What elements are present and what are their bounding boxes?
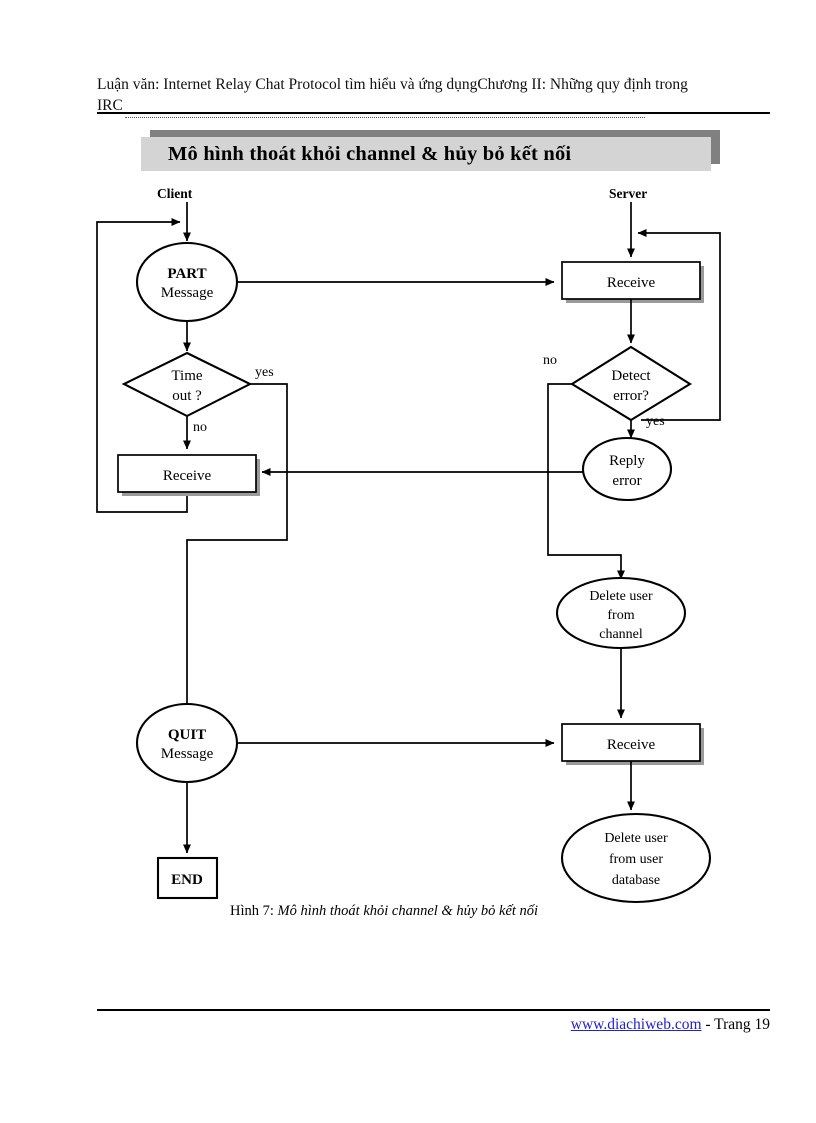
node-detect-line-1: error?	[613, 388, 649, 404]
node-detect-line-0: Detect	[611, 368, 651, 384]
node-reply-line-1: error	[612, 473, 641, 489]
header-line-2: IRC	[97, 97, 123, 114]
document-header: Luận văn: Internet Relay Chat Protocol t…	[97, 74, 770, 116]
node-quit-line-1: Message	[161, 746, 214, 762]
node-reply-line-0: Reply	[609, 453, 645, 469]
edge-label-timeout-no: no	[193, 420, 207, 435]
flowchart-diagram: PART Message Time out ? yes no Receive	[96, 202, 721, 904]
node-timeout-line-0: Time	[171, 368, 202, 384]
node-end-label: END	[171, 872, 203, 888]
node-delete-db-line-0: Delete user	[604, 831, 668, 846]
header-divider	[97, 112, 770, 114]
document-footer: www.diachiweb.com - Trang 19	[97, 1016, 770, 1034]
node-client-receive-label: Receive	[163, 468, 212, 484]
banner-title: Mô hình thoát khỏi channel & hủy bỏ kết …	[168, 142, 572, 165]
node-server-receive-1: Receive	[561, 261, 704, 303]
footer-website-link[interactable]: www.diachiweb.com	[570, 1016, 702, 1033]
header-line-1: Luận văn: Internet Relay Chat Protocol t…	[97, 76, 688, 93]
node-delete-channel-line-1: from	[607, 608, 634, 623]
node-server-receive-2: Receive	[561, 723, 704, 765]
node-delete-channel-line-0: Delete user	[589, 589, 653, 604]
edge-client-receive-to-part	[96, 218, 188, 513]
edge-label-timeout-yes: yes	[255, 365, 274, 380]
node-part-line-1: Message	[161, 285, 214, 301]
node-timeout-line-1: out ?	[172, 388, 202, 404]
node-server-receive-1-label: Receive	[607, 275, 656, 291]
edge-detect-yes-loop-to-receive	[637, 229, 721, 421]
node-detect-error: Detect error?	[570, 345, 692, 422]
edge-label-detect-yes: yes	[646, 414, 665, 429]
node-part: PART Message	[135, 241, 239, 323]
node-quit: QUIT Message	[135, 702, 239, 784]
figure-caption-prefix: Hình 7:	[230, 903, 278, 919]
node-delete-database: Delete user from user database	[560, 812, 712, 904]
figure-caption-text: Mô hình thoát khỏi channel & hủy bỏ kết …	[277, 903, 539, 919]
node-server-receive-2-label: Receive	[607, 737, 656, 753]
node-client-receive: Receive	[117, 454, 260, 496]
figure-caption: Hình 7: Mô hình thoát khỏi channel & hủy…	[230, 903, 538, 920]
edge-timeout-yes-to-quit	[183, 383, 288, 713]
footer-page-number: - Trang 19	[701, 1016, 770, 1033]
node-delete-db-line-2: database	[612, 873, 660, 888]
node-timeout: Time out ?	[121, 351, 253, 418]
footer-divider	[97, 1009, 770, 1011]
edge-detect-no-to-delete-channel	[547, 383, 625, 580]
edge-label-detect-no: no	[543, 353, 557, 368]
node-delete-db-line-1: from user	[609, 852, 663, 867]
node-part-line-0: PART	[167, 266, 206, 282]
node-reply-error: Reply error	[581, 436, 673, 502]
banner-box: Mô hình thoát khỏi channel & hủy bỏ kết …	[141, 137, 711, 171]
node-end: END	[156, 856, 219, 900]
node-quit-line-0: QUIT	[168, 727, 206, 743]
node-delete-channel: Delete user from channel	[555, 576, 687, 650]
lane-label-server: Server	[609, 186, 648, 201]
lane-label-client: Client	[157, 186, 193, 201]
node-delete-channel-line-2: channel	[599, 627, 643, 642]
header-divider-dotted	[125, 117, 645, 118]
